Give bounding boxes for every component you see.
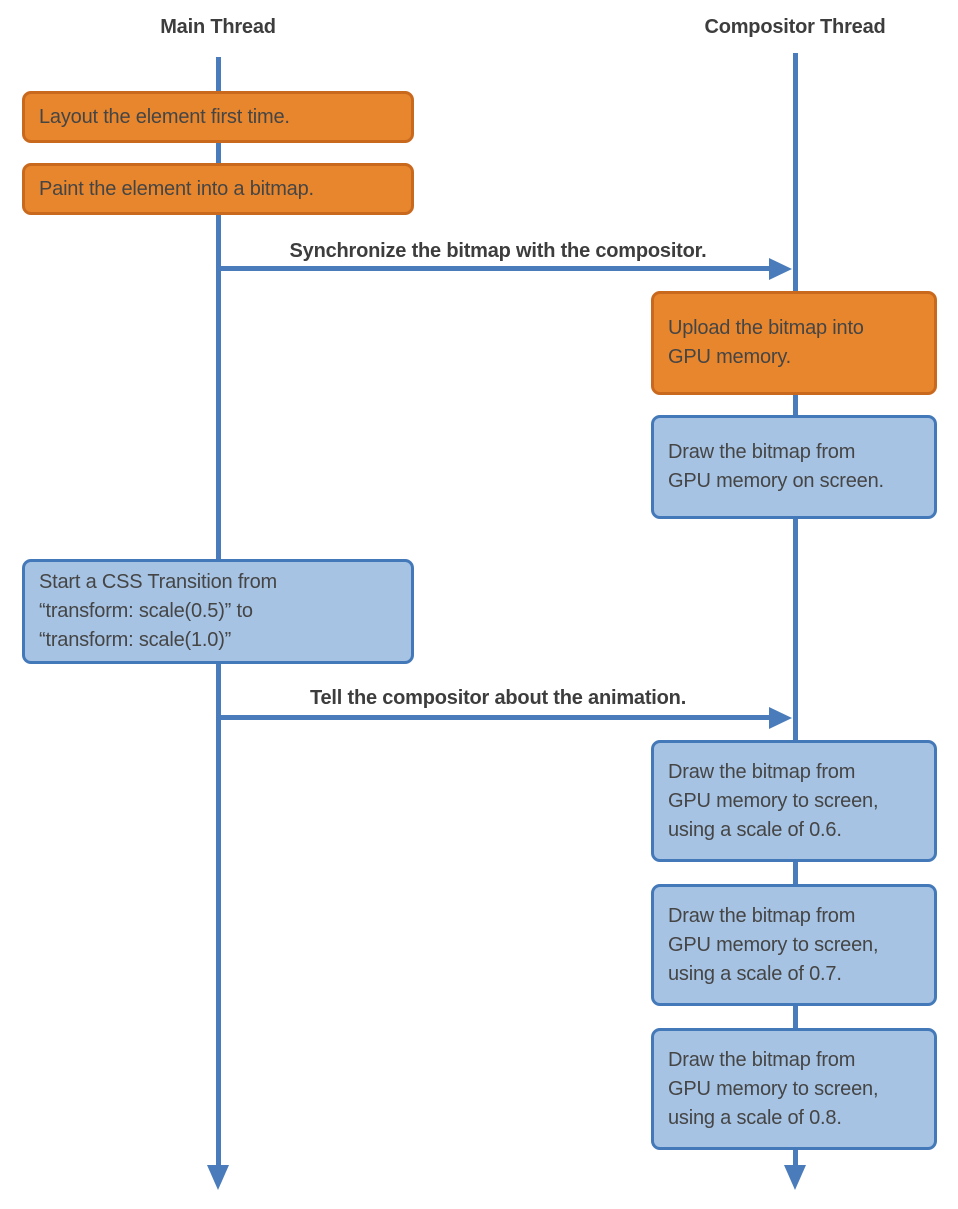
step-box-draw-scale-06: Draw the bitmap from GPU memory to scree… [651,740,937,862]
message-animation-arrow [218,715,772,720]
step-box-upload: Upload the bitmap into GPU memory. [651,291,937,395]
step-box-draw-scale-08: Draw the bitmap from GPU memory to scree… [651,1028,937,1150]
message-sync-label: Synchronize the bitmap with the composit… [289,240,707,262]
message-sync-arrow [218,266,772,271]
step-text-line: GPU memory on screen. [668,470,884,492]
step-text-line: “transform: scale(0.5)” to [39,600,253,622]
step-text-line: GPU memory to screen, [668,933,879,956]
step-box-css-transition: Start a CSS Transition from “transform: … [22,559,414,664]
lane-title-main: Main Thread [160,16,276,38]
step-box-draw-screen: Draw the bitmap from GPU memory on scree… [651,415,937,519]
step-text-line: Draw the bitmap from [668,1048,856,1071]
arrow-down-icon [784,1165,806,1190]
arrow-right-icon [769,258,792,280]
step-text-line: Start a CSS Transition from [39,571,278,593]
arrow-down-icon [207,1165,229,1190]
arrow-right-icon [769,707,792,729]
step-box-draw-scale-07: Draw the bitmap from GPU memory to scree… [651,884,937,1006]
step-text-line: GPU memory. [668,346,791,368]
step-box-paint: Paint the element into a bitmap. [22,163,414,215]
step-box-layout: Layout the element first time. [22,91,414,143]
step-text-line: using a scale of 0.6. [668,818,842,841]
step-text-line: Paint the element into a bitmap. [39,177,314,200]
step-text-line: Draw the bitmap from [668,441,856,463]
lane-title-compositor: Compositor Thread [704,16,886,38]
step-text-line: using a scale of 0.7. [668,962,842,985]
step-text-line: Layout the element first time. [39,105,290,128]
step-text-line: “transform: scale(1.0)” [39,629,232,651]
message-animation-label: Tell the compositor about the animation. [309,687,687,709]
step-text-line: Draw the bitmap from [668,904,856,927]
step-text-line: Draw the bitmap from [668,760,856,783]
step-text-line: Upload the bitmap into [668,317,864,339]
lifeline-compositor [793,53,798,1166]
step-text-line: GPU memory to screen, [668,1077,879,1100]
step-text-line: using a scale of 0.8. [668,1106,842,1129]
step-text-line: GPU memory to screen, [668,789,879,812]
